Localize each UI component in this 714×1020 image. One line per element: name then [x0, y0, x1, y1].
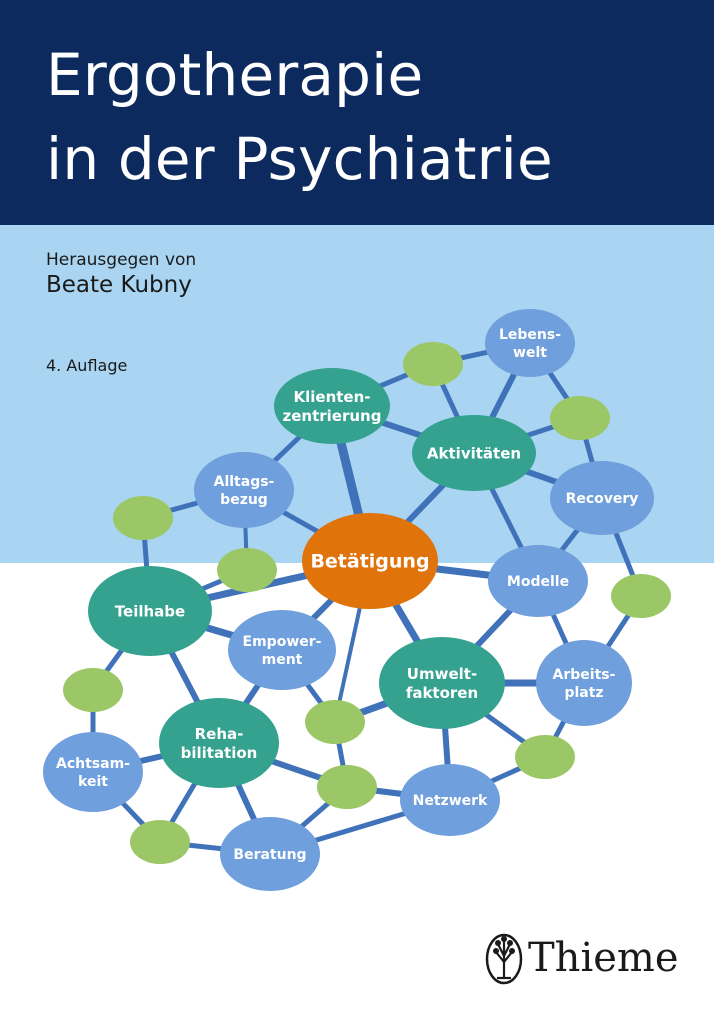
node-umweltfaktoren-label: Umwelt-: [407, 665, 477, 683]
node-achtsamkeit-label: Achtsam-: [56, 756, 130, 772]
green-connector-node: [403, 342, 463, 386]
node-betaetigung-shape: [302, 513, 438, 609]
green-connector-node: [130, 820, 190, 864]
node-arbeitsplatz: Arbeits-platz: [536, 640, 632, 726]
node-empowerment-label: Empower-: [243, 634, 322, 650]
edition-label: 4. Auflage: [46, 356, 128, 375]
node-betaetigung: Betätigung: [302, 513, 438, 609]
green-connector-node: [217, 548, 277, 592]
node-umweltfaktoren-shape: [379, 637, 505, 729]
node-klientenzentrierung-label: Klienten-: [293, 388, 370, 406]
node-netzwerk-label: Netzwerk: [413, 793, 488, 809]
node-recovery: Recovery: [550, 461, 654, 535]
publisher-block: Thieme: [484, 930, 684, 986]
publisher-name: Thieme: [528, 935, 679, 981]
node-lebenswelt-shape: [485, 309, 575, 377]
book-title-line-2: in der Psychiatrie: [46, 125, 553, 193]
node-aktivitaeten-shape: [412, 415, 536, 491]
node-empowerment-label: ment: [262, 652, 303, 668]
book-title-line-1: Ergotherapie: [46, 41, 424, 109]
node-beratung-label: Beratung: [233, 847, 306, 863]
node-alltagsbezug-label: Alltags-: [214, 474, 275, 490]
node-modelle-shape: [488, 545, 588, 617]
node-lebenswelt: Lebens-welt: [485, 309, 575, 377]
node-arbeitsplatz-label: Arbeits-: [553, 667, 616, 683]
node-teilhabe-label: Teilhabe: [115, 602, 185, 620]
node-empowerment: Empower-ment: [228, 610, 336, 690]
node-teilhabe-shape: [88, 566, 212, 656]
node-recovery-label: Recovery: [566, 491, 639, 507]
node-rehabilitation-shape: [159, 698, 279, 788]
node-arbeitsplatz-label: platz: [564, 685, 603, 701]
green-connector-node: [550, 396, 610, 440]
node-modelle: Modelle: [488, 545, 588, 617]
node-alltagsbezug-label: bezug: [220, 492, 268, 508]
green-connector-node: [63, 668, 123, 712]
node-lebenswelt-label: Lebens-: [499, 327, 561, 343]
node-umweltfaktoren: Umwelt-faktoren: [379, 637, 505, 729]
green-connector-node: [113, 496, 173, 540]
node-arbeitsplatz-shape: [536, 640, 632, 726]
node-lebenswelt-label: welt: [513, 345, 547, 361]
green-connector-node: [611, 574, 671, 618]
node-achtsamkeit-shape: [43, 732, 143, 812]
node-beratung-shape: [220, 817, 320, 891]
node-beratung: Beratung: [220, 817, 320, 891]
node-recovery-shape: [550, 461, 654, 535]
network-nodes: Betätigung Klienten-zentrierungAktivitäte…: [43, 309, 671, 891]
node-rehabilitation-label: bilitation: [181, 744, 258, 762]
editor-name: Beate Kubny: [46, 272, 192, 298]
node-klientenzentrierung-shape: [274, 368, 390, 444]
node-netzwerk-shape: [400, 764, 500, 836]
node-achtsamkeit-label: keit: [78, 774, 108, 790]
node-klientenzentrierung: Klienten-zentrierung: [274, 368, 390, 444]
thieme-tree-logo-icon: [485, 933, 523, 985]
title-band: Ergotherapie in der Psychiatrie: [0, 0, 714, 225]
editor-label: Herausgegen von: [46, 250, 197, 270]
node-netzwerk: Netzwerk: [400, 764, 500, 836]
node-teilhabe: Teilhabe: [88, 566, 212, 656]
node-umweltfaktoren-label: faktoren: [406, 684, 478, 702]
node-aktivitaeten-label: Aktivitäten: [427, 444, 521, 462]
node-betaetigung-label: Betätigung: [310, 551, 429, 573]
node-alltagsbezug: Alltags-bezug: [194, 452, 294, 528]
node-klientenzentrierung-label: zentrierung: [283, 407, 382, 425]
node-aktivitaeten: Aktivitäten: [412, 415, 536, 491]
node-rehabilitation: Reha-bilitation: [159, 698, 279, 788]
green-connector-node: [317, 765, 377, 809]
node-modelle-label: Modelle: [507, 574, 569, 590]
node-rehabilitation-label: Reha-: [195, 725, 244, 743]
node-achtsamkeit: Achtsam-keit: [43, 732, 143, 812]
green-connector-node: [515, 735, 575, 779]
green-connector-node: [305, 700, 365, 744]
node-empowerment-shape: [228, 610, 336, 690]
node-alltagsbezug-shape: [194, 452, 294, 528]
